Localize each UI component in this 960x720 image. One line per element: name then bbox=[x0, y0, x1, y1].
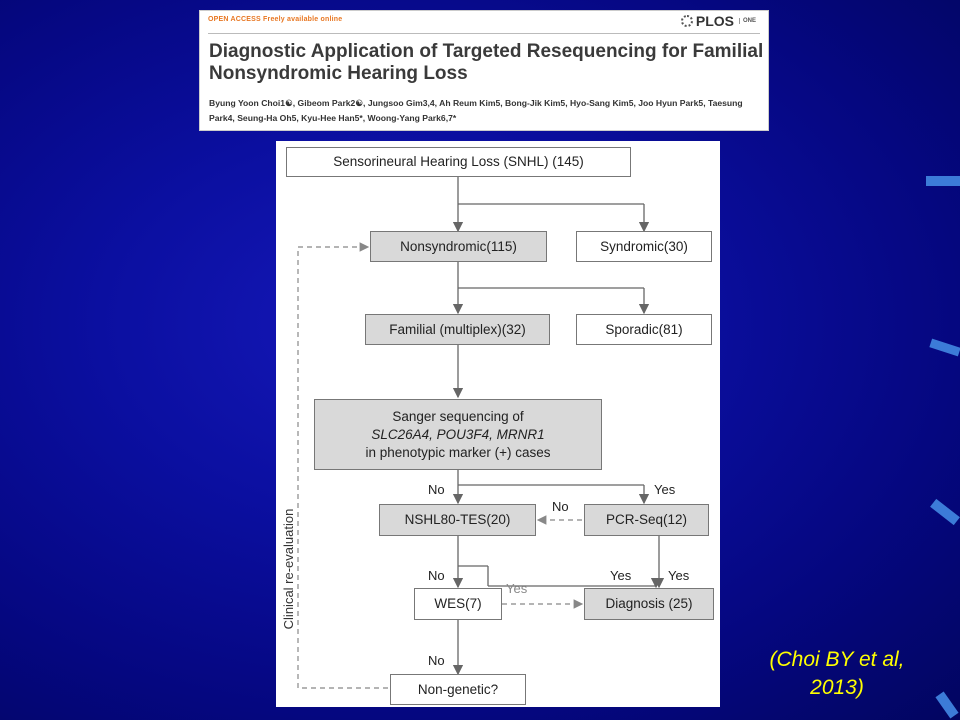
sanger-line-2: SLC26A4, POU3F4, MRNR1 bbox=[371, 426, 545, 442]
edge-label-no: No bbox=[428, 482, 445, 497]
journal-name: PLOS bbox=[695, 13, 734, 29]
flowchart-connectors bbox=[297, 177, 665, 689]
edge-label-no: No bbox=[552, 499, 569, 514]
plos-sun-icon bbox=[680, 15, 693, 27]
nonsyndromic-node-label: Nonsyndromic(115) bbox=[400, 238, 517, 254]
open-access-banner: OPEN ACCESS Freely available online bbox=[208, 16, 342, 23]
diagnosis-node-label: Diagnosis (25) bbox=[605, 596, 693, 611]
edge-label-no: No bbox=[428, 653, 445, 668]
header-divider bbox=[208, 33, 760, 34]
open-access-text: OPEN ACCESS Freely available online bbox=[208, 16, 343, 23]
non-genetic-node: Non-genetic? bbox=[390, 674, 526, 705]
nshl-tes-node: NSHL80-TES(20) bbox=[379, 504, 536, 536]
edge-label-no: No bbox=[428, 568, 445, 583]
sporadic-node: Sporadic(81) bbox=[576, 314, 712, 345]
familial-node-label: Familial (multiplex)(32) bbox=[389, 321, 526, 337]
non-genetic-node-label: Non-genetic? bbox=[417, 681, 499, 697]
familial-node: Familial (multiplex)(32) bbox=[365, 314, 550, 345]
journal-sub: ONE bbox=[738, 18, 756, 24]
sanger-node: Sanger sequencing of SLC26A4, POU3F4, MR… bbox=[314, 399, 602, 470]
edge-label-yes: Yes bbox=[610, 568, 632, 583]
clinical-reevaluation-label: Clinical re-evaluation bbox=[281, 508, 296, 630]
sanger-line-1: Sanger sequencing of bbox=[392, 408, 524, 424]
plos-logo: PLOS ONE bbox=[680, 13, 756, 29]
nshl-tes-node-label: NSHL80-TES(20) bbox=[404, 512, 511, 527]
wes-node: WES(7) bbox=[414, 588, 502, 620]
sporadic-node-label: Sporadic(81) bbox=[605, 321, 683, 337]
pcr-seq-node: PCR-Seq(12) bbox=[584, 504, 709, 536]
wes-node-label: WES(7) bbox=[434, 596, 482, 611]
edge-label-yes: Yes bbox=[668, 568, 690, 583]
decor-dash bbox=[926, 176, 960, 186]
citation-text: (Choi BY et al, 2013) bbox=[769, 648, 905, 699]
paper-authors: Byung Yoon Choi1☯, Gibeom Park2☯, Jungso… bbox=[209, 98, 743, 123]
edge-label-yes: Yes bbox=[506, 581, 528, 596]
syndromic-node-label: Syndromic(30) bbox=[600, 238, 688, 254]
flowchart-panel: Sensorineural Hearing Loss (SNHL) (145) … bbox=[276, 141, 720, 707]
nonsyndromic-node: Nonsyndromic(115) bbox=[370, 231, 547, 262]
pcr-seq-node-label: PCR-Seq(12) bbox=[605, 512, 688, 527]
edge-label-yes: Yes bbox=[654, 482, 676, 497]
sanger-line-3: in phenotypic marker (+) cases bbox=[365, 444, 551, 460]
syndromic-node: Syndromic(30) bbox=[576, 231, 712, 262]
paper-title: Diagnostic Application of Targeted Reseq… bbox=[209, 41, 764, 84]
snhl-node-label: Sensorineural Hearing Loss (SNHL) (145) bbox=[333, 154, 584, 169]
paper-header-image: OPEN ACCESS Freely available online PLOS… bbox=[199, 10, 769, 131]
diagnosis-node: Diagnosis (25) bbox=[584, 588, 714, 620]
snhl-node: Sensorineural Hearing Loss (SNHL) (145) bbox=[286, 147, 631, 177]
